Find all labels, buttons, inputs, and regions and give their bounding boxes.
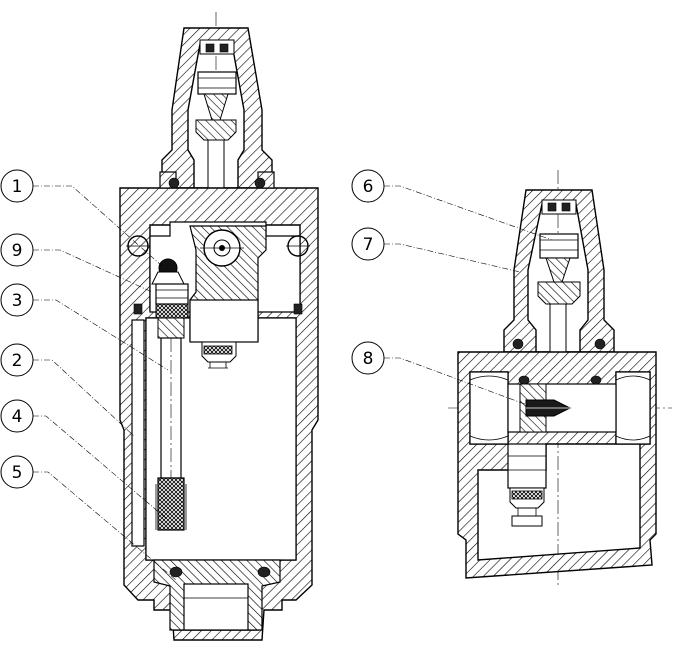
callout-2: 2 (0, 343, 34, 377)
cap-plug (199, 39, 235, 55)
callout-1: 1 (0, 169, 34, 203)
cap-valve-seat (195, 119, 237, 141)
solenoid-body (189, 299, 259, 343)
callout-5-label: 5 (12, 463, 23, 483)
cap-seal-left (205, 43, 215, 53)
callout-7: 7 (351, 227, 385, 261)
callout-8: 8 (351, 341, 385, 375)
callout-3: 3 (0, 283, 34, 317)
cap-stem (207, 139, 225, 189)
callout-5: 5 (0, 455, 34, 489)
callout-1-label: 1 (12, 177, 23, 197)
callout-8-label: 8 (363, 349, 374, 369)
filter-strainer (157, 477, 185, 531)
callout-6: 6 (351, 169, 385, 203)
cap-needle (203, 93, 229, 121)
right-assembly (448, 170, 672, 585)
callout-2-label: 2 (12, 351, 23, 371)
callout-4: 4 (0, 399, 34, 433)
o-ring-right (254, 177, 266, 189)
tube-fitting (155, 283, 189, 305)
tube-adapter (157, 317, 185, 339)
callout-7-label: 7 (363, 235, 374, 255)
cap-nut (197, 71, 237, 95)
bottom-seal-left (169, 566, 183, 578)
callout-6-label: 6 (363, 177, 374, 197)
left-assembly (119, 12, 319, 641)
right-port-left (469, 371, 509, 445)
right-cap-nut (539, 233, 579, 259)
right-solenoid (507, 443, 547, 489)
callout-9: 9 (0, 233, 34, 267)
right-port-right (615, 371, 651, 445)
callout-3-label: 3 (12, 291, 23, 311)
bottom-seal-right (257, 566, 271, 578)
leader-lines (33, 185, 553, 581)
sight-window (131, 319, 145, 547)
o-ring-left (168, 177, 180, 189)
callout-4-label: 4 (12, 407, 23, 427)
callout-9-label: 9 (12, 241, 23, 261)
cap-seal-right (219, 43, 229, 53)
